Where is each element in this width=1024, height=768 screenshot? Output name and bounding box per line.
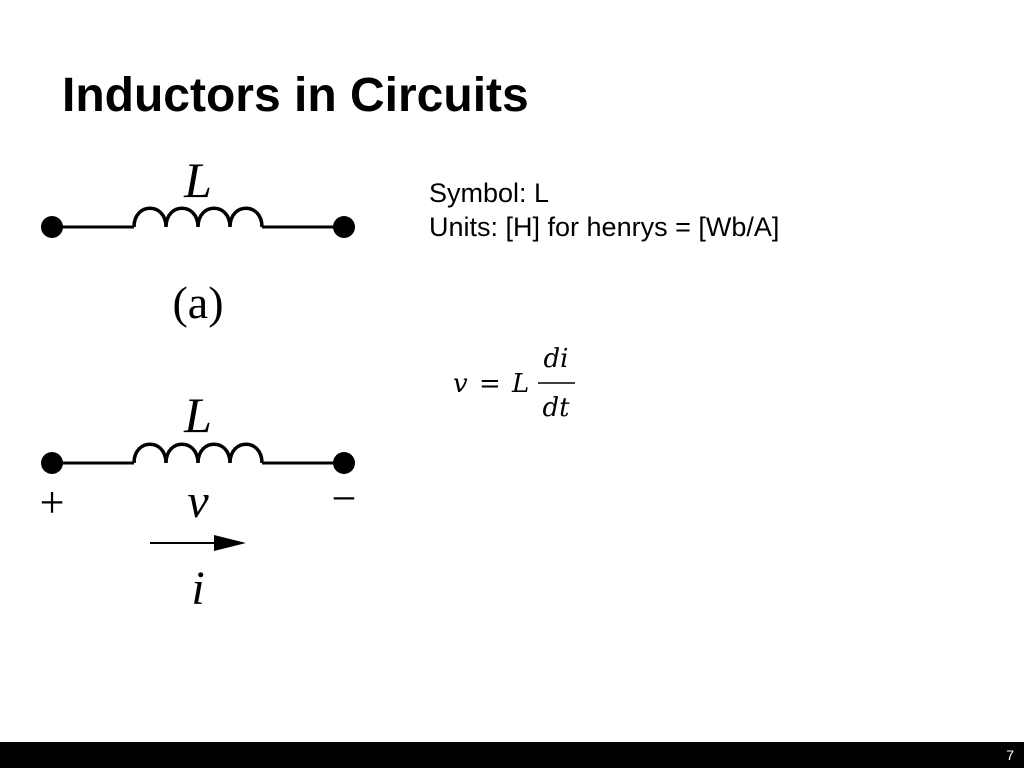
inductor-b-label: L [183,387,212,443]
inductor-diagram-b: L + v − i [40,387,357,615]
plus-sign: + [40,478,65,527]
inductor-a-label: L [183,152,212,208]
current-label: i [191,562,204,615]
inductor-info: Symbol: L Units: [H] for henrys = [Wb/A] [429,176,779,244]
formula-coefficient: L [511,369,529,399]
inductor-b-coil-icon [132,442,264,464]
formula-lhs: v [453,369,468,399]
formula-equals: = [479,369,501,399]
inductor-a-caption: (a) [172,277,223,328]
inductor-a-coil-icon [132,206,264,228]
formula-denominator: dt [542,393,570,423]
inductor-b-right-terminal [333,452,355,474]
units-line: Units: [H] for henrys = [Wb/A] [429,212,780,242]
minus-sign: − [332,474,357,523]
inductor-b-left-terminal [41,452,63,474]
formula-numerator: di [544,344,569,374]
current-arrow-icon [214,535,246,551]
inductor-diagram-a: L (a) [41,152,355,328]
page-number: 7 [1006,747,1014,763]
inductor-a-left-terminal [41,216,63,238]
voltage-label: v [187,475,209,528]
symbol-line: Symbol: L [429,178,550,208]
inductor-formula: v = L di dt [453,344,575,423]
footer-bar: 7 [0,742,1024,768]
slide-title: Inductors in Circuits [62,69,529,122]
inductor-a-right-terminal [333,216,355,238]
